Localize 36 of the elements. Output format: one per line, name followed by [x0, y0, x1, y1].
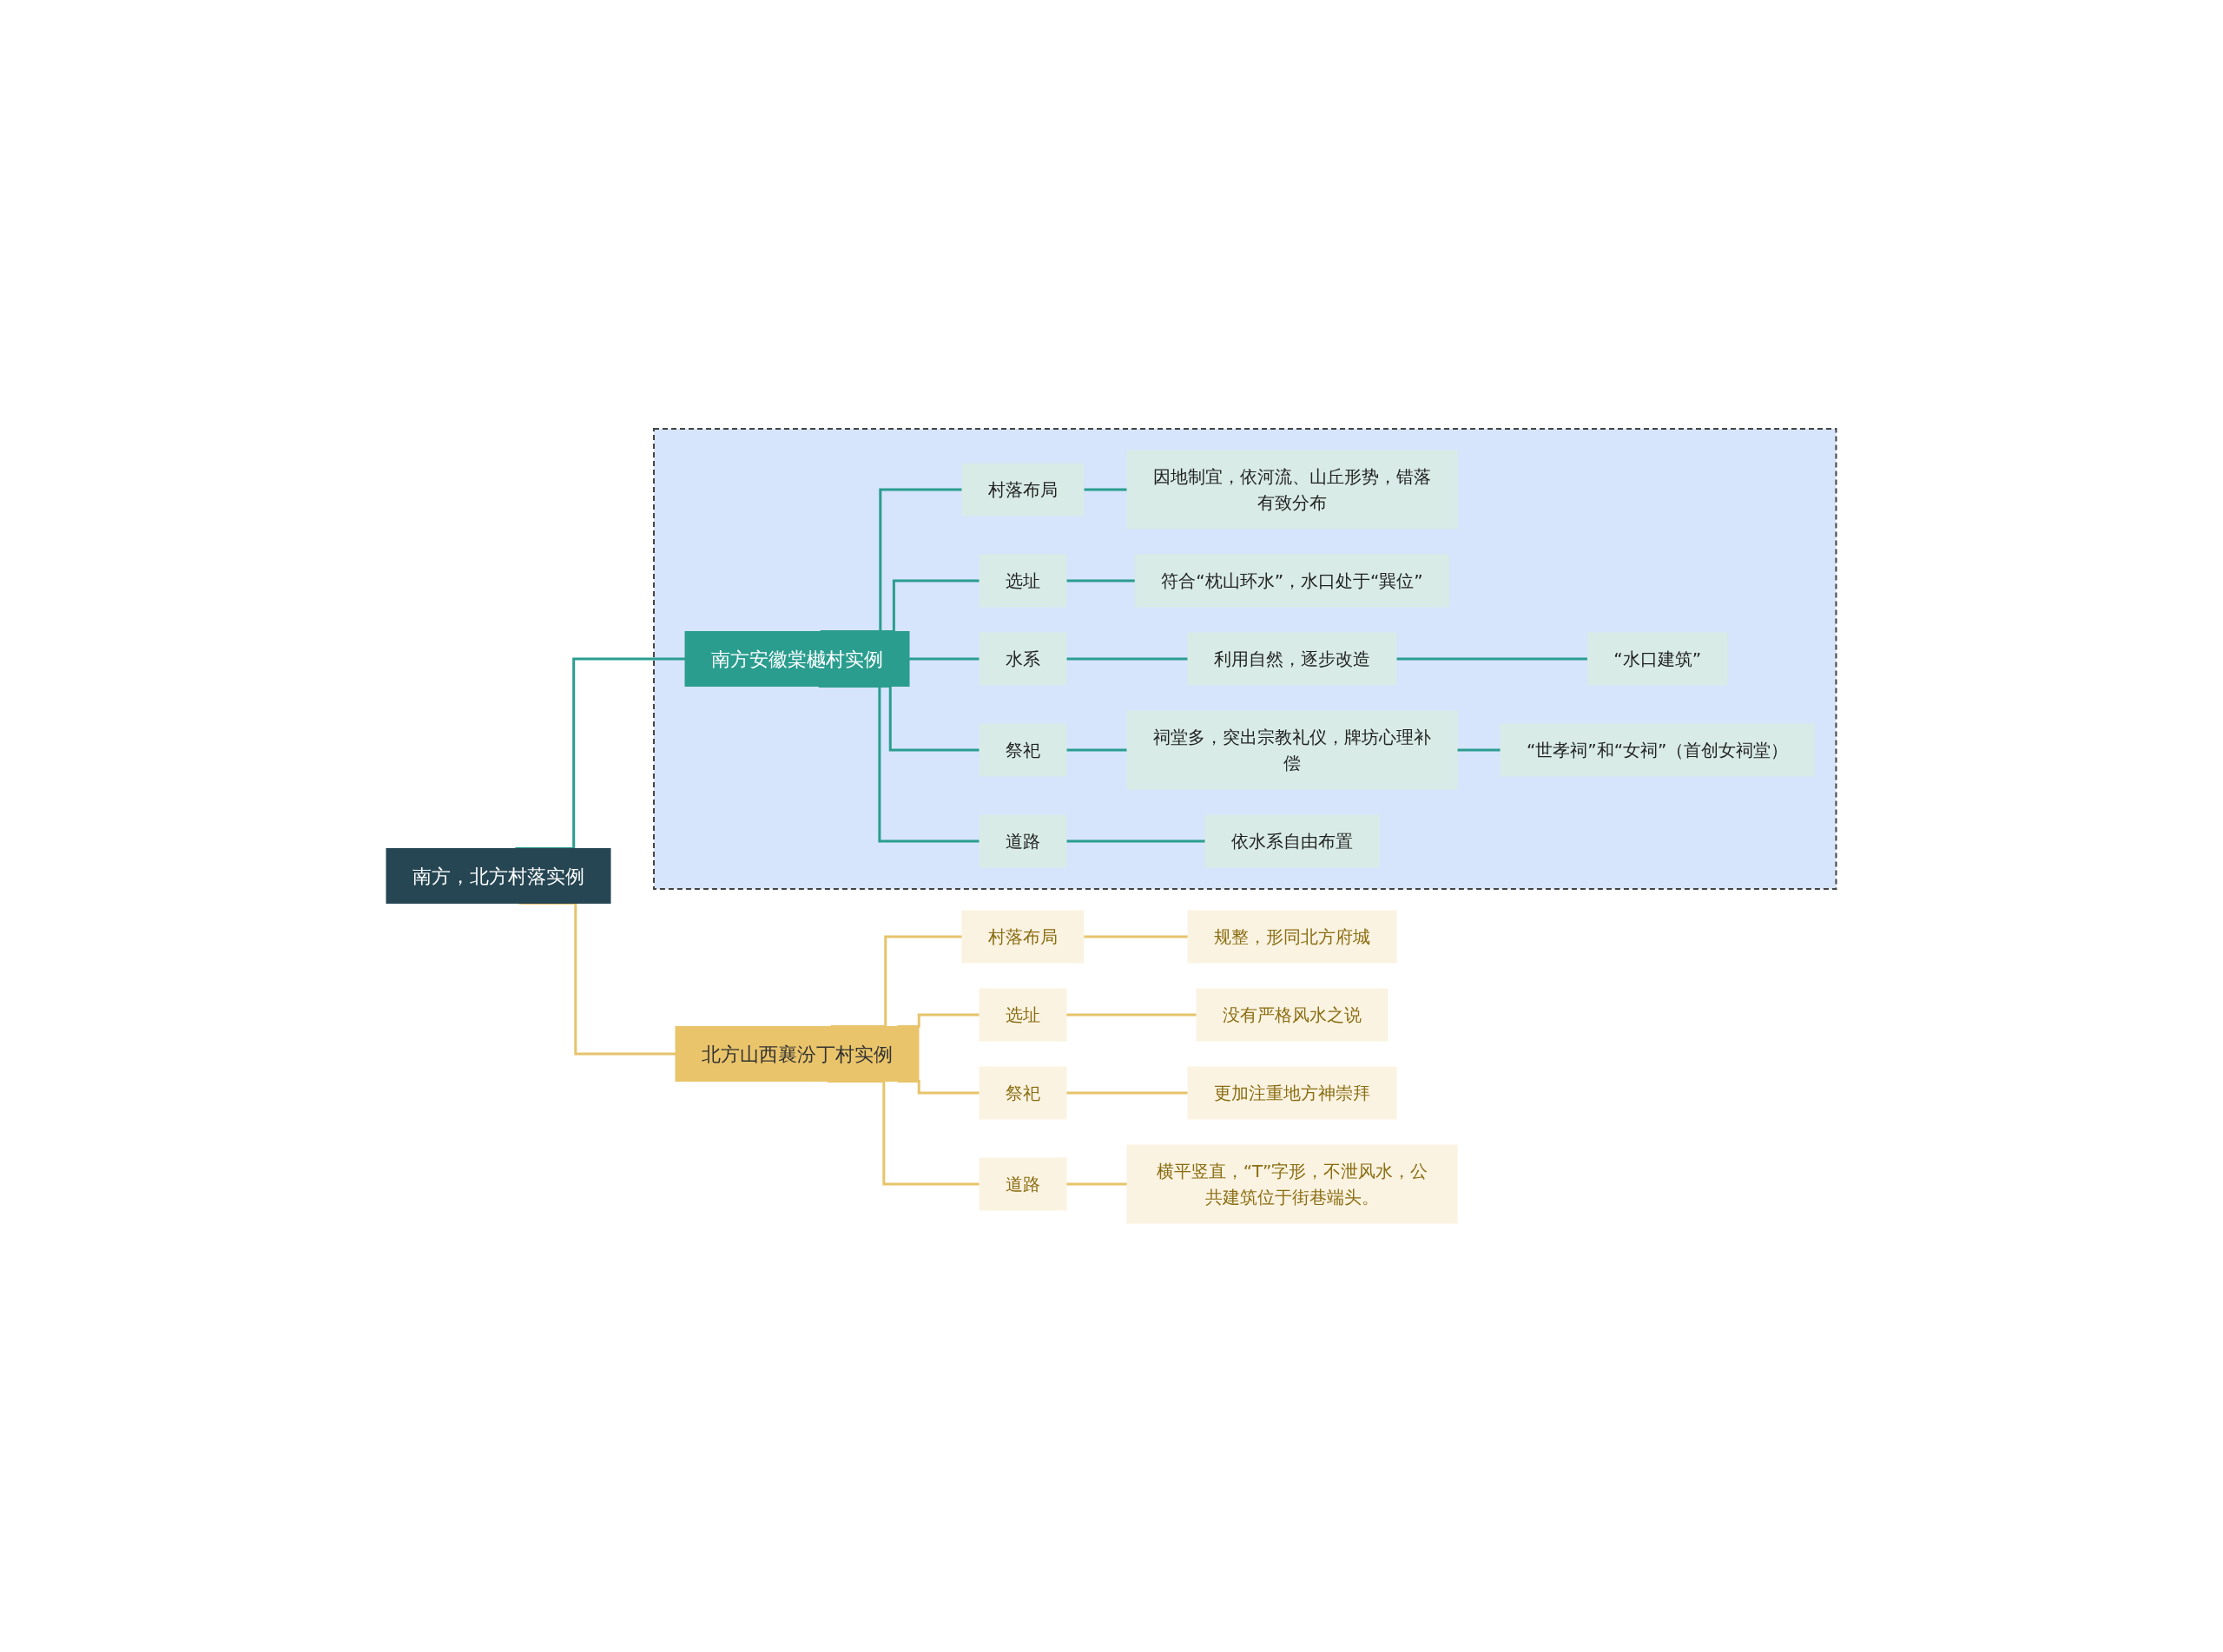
node-box: “水口建筑” — [1587, 632, 1728, 686]
node-box: 更加注重地方神崇拜 — [1187, 1066, 1397, 1120]
connector — [1066, 1091, 1189, 1095]
node-box: 道路 — [979, 814, 1067, 868]
connector — [1066, 748, 1128, 752]
node-box: 依水系自由布置 — [1204, 814, 1380, 868]
node-box: 没有严格风水之说 — [1196, 988, 1389, 1042]
node-box: 因地制宜，依河流、山丘形势，错落有致分布 — [1126, 450, 1458, 530]
node-box: 选址 — [979, 988, 1067, 1042]
node-box: “世孝祠”和“女祠”（首创女祠堂） — [1500, 723, 1816, 777]
connector — [1066, 579, 1136, 582]
cluster — [653, 428, 1837, 890]
connector — [1396, 657, 1588, 661]
node-box: 选址 — [979, 554, 1067, 608]
node-box: 祭祀 — [979, 1066, 1067, 1120]
connector — [1066, 1182, 1128, 1186]
node-box: 村落布局 — [961, 463, 1085, 517]
node-box: 水系 — [979, 632, 1067, 686]
connector — [1457, 748, 1501, 752]
node-box: 祭祀 — [979, 723, 1067, 777]
node-box: 道路 — [979, 1157, 1067, 1211]
node-box: 规整，形同北方府城 — [1187, 910, 1397, 964]
connector — [1066, 657, 1189, 661]
node-box: 南方，北方村落实例 — [386, 848, 611, 904]
node-box: 利用自然，逐步改造 — [1187, 632, 1397, 686]
node-box: 村落布局 — [961, 910, 1085, 964]
node-box: 北方山西襄汾丁村实例 — [675, 1026, 920, 1082]
node-box: 符合“枕山环水”，水口处于“巽位” — [1135, 554, 1450, 608]
node-box: 南方安徽棠樾村实例 — [684, 631, 910, 687]
connector — [1084, 935, 1189, 938]
connector — [1066, 839, 1206, 843]
connector — [1084, 488, 1128, 491]
node-box: 横平竖直，“T”字形，不泄风水，公共建筑位于街巷端头。 — [1126, 1144, 1458, 1224]
connector — [909, 657, 980, 661]
node-box: 祠堂多，突出宗教礼仪，牌坊心理补偿 — [1126, 710, 1458, 790]
connector — [1066, 1013, 1197, 1017]
